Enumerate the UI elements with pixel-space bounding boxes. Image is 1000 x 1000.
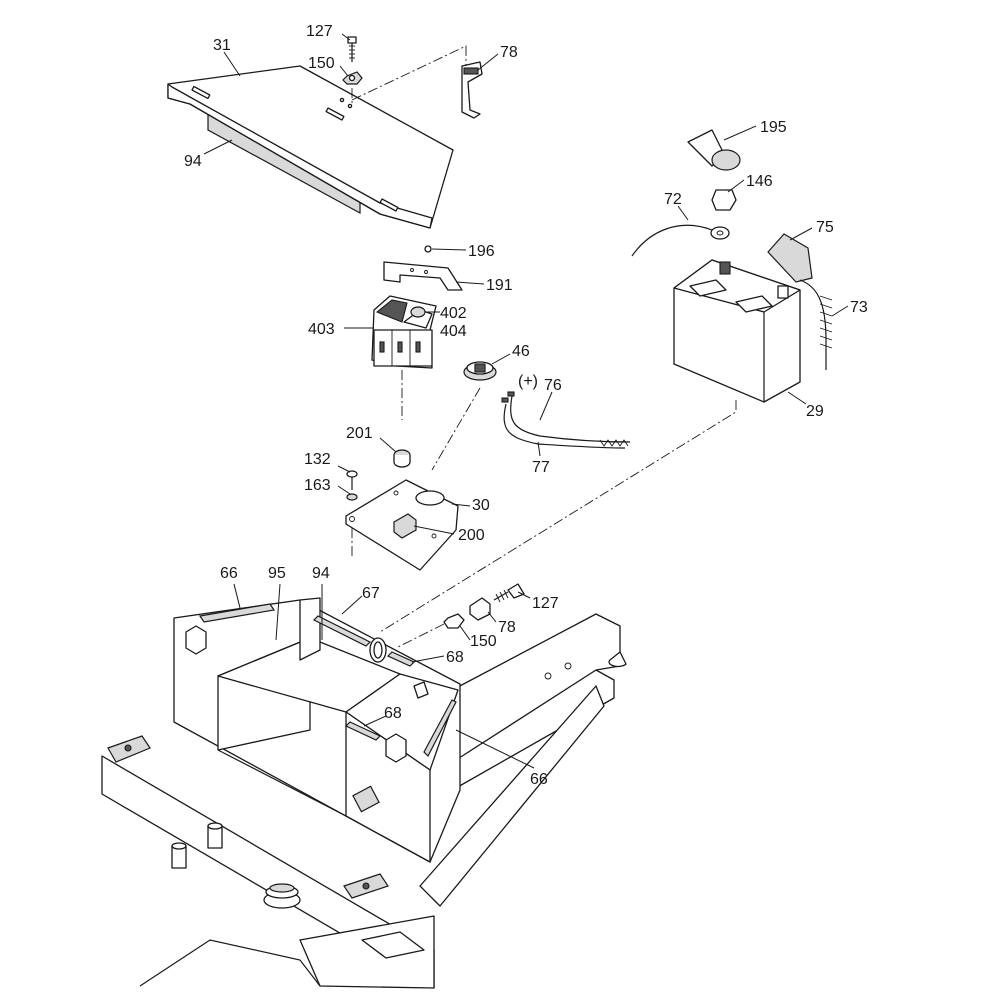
bracket-78-top (461, 61, 483, 119)
callout-191: 191 (486, 277, 513, 294)
frame-bosses (107, 735, 389, 909)
cable-76-77 (501, 391, 631, 449)
callout-94-lower: 94 (312, 565, 330, 582)
leader-lines (203, 33, 849, 769)
cap-201 (393, 449, 411, 468)
callout-146: 146 (746, 173, 773, 190)
callout-195: 195 (760, 119, 787, 136)
bracket-78-lower (469, 597, 491, 621)
callout-196: 196 (468, 243, 495, 260)
callout-94-top: 94 (184, 153, 202, 170)
pads-66-68 (185, 603, 457, 763)
callout-78-lower: 78 (498, 619, 516, 636)
callout-76: 76 (544, 377, 562, 394)
frame (101, 613, 627, 989)
callout-30: 30 (472, 497, 490, 514)
screw-196 (424, 245, 432, 253)
bolt-127-top (347, 36, 357, 62)
callout-127-top: 127 (306, 23, 333, 40)
callout-201: 201 (346, 425, 373, 442)
socket-46 (463, 361, 497, 381)
callout-67: 67 (362, 585, 380, 602)
callout-66-lower: 66 (530, 771, 548, 788)
switch-plate-191 (383, 261, 463, 291)
callout-404: 404 (440, 323, 467, 340)
callout-78-top: 78 (500, 44, 518, 61)
callout-77: 77 (532, 459, 550, 476)
battery-cover (167, 65, 454, 229)
callout-68-lower: 68 (384, 705, 402, 722)
mount-plate-30 (345, 479, 459, 571)
callout-66-top: 66 (220, 565, 238, 582)
callout-132: 132 (304, 451, 331, 468)
callout-402: 402 (440, 305, 467, 322)
callout-68-upper: 68 (446, 649, 464, 666)
washer-163 (346, 493, 358, 501)
nut-150-lower (443, 613, 465, 629)
callout-29: 29 (806, 403, 824, 420)
callout-127-lower: 127 (532, 595, 559, 612)
callout-95: 95 (268, 565, 286, 582)
cap-195 (687, 129, 741, 171)
callout-46: 46 (512, 343, 530, 360)
callout-plus: (+) (518, 373, 538, 390)
callout-403: 403 (308, 321, 335, 338)
terminal-boot-75 (767, 233, 813, 283)
callout-labels: 31 127 150 78 94 195 146 72 75 73 196 19… (184, 23, 868, 788)
nut-146 (711, 189, 737, 211)
battery-cable-72 (631, 224, 730, 257)
callout-150-top: 150 (308, 55, 335, 72)
bolt-132 (346, 470, 358, 490)
callout-200: 200 (458, 527, 485, 544)
callout-72: 72 (664, 191, 682, 208)
callout-150-lower: 150 (470, 633, 497, 650)
nut-150-top (342, 71, 363, 85)
bolt-127-lower (493, 583, 525, 603)
switch-button-402 (410, 306, 426, 318)
switch-body-403 (371, 295, 437, 369)
battery-29 (673, 259, 801, 403)
callout-163: 163 (304, 477, 331, 494)
callout-31: 31 (213, 37, 231, 54)
callout-75: 75 (816, 219, 834, 236)
cable-73 (799, 279, 833, 370)
callout-73: 73 (850, 299, 868, 316)
